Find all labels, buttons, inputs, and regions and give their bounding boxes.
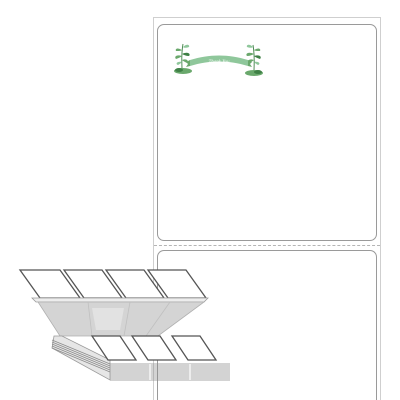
fold-section [37, 301, 206, 337]
label-blank-next [157, 250, 377, 400]
banner-text: Thank You [208, 60, 230, 65]
label-liner [153, 17, 381, 400]
top-fold-edge [31, 297, 209, 303]
fanfold-label-stack [18, 269, 230, 381]
top-label-row [18, 269, 208, 299]
bottom-label-row [90, 335, 218, 361]
right-plant-icon [245, 44, 263, 76]
thank-you-banner: Thank You [186, 55, 252, 67]
thank-you-design: Thank You [174, 43, 263, 76]
perforation-line [154, 245, 380, 246]
stack-front-gaps [149, 364, 191, 380]
left-plant-icon [174, 43, 192, 74]
